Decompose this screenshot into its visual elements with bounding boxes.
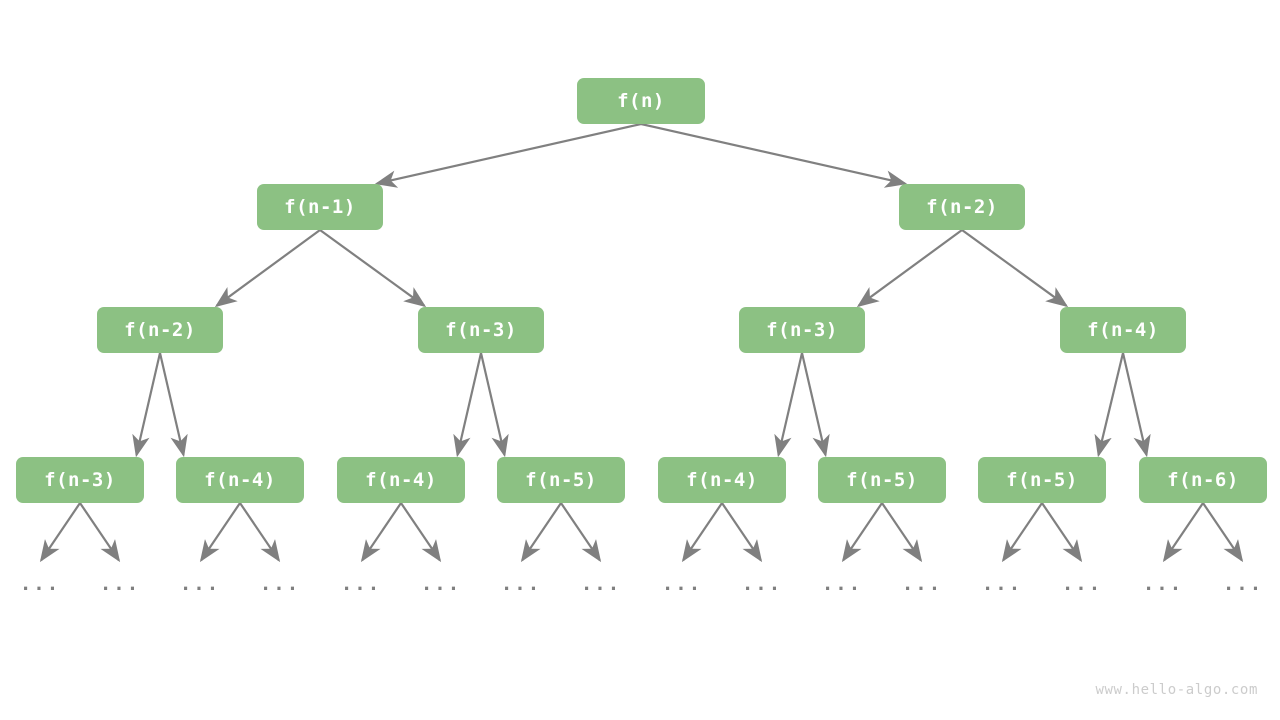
tree-edge	[479, 352, 509, 458]
leaf-edge	[721, 502, 763, 563]
leaf-edge	[79, 502, 121, 563]
ellipsis-dots: ...	[981, 573, 1023, 595]
ellipsis-dots: ...	[259, 573, 301, 595]
tree-node: f(n-3)	[16, 457, 144, 503]
ellipsis-dots: ...	[99, 573, 141, 595]
tree-node: f(n-4)	[337, 457, 465, 503]
tree-edge	[453, 352, 483, 458]
ellipsis-dots: ...	[661, 573, 703, 595]
ellipsis-dots: ...	[741, 573, 783, 595]
tree-edge	[158, 352, 188, 458]
leaf-edge	[239, 502, 281, 563]
leaf-edge	[1041, 502, 1083, 563]
ellipsis-dots: ...	[821, 573, 863, 595]
ellipsis-dots: ...	[580, 573, 622, 595]
leaf-edges	[39, 502, 1244, 563]
tree-edge	[214, 229, 321, 308]
leaf-edge	[199, 502, 241, 563]
tree-node: f(n-4)	[176, 457, 304, 503]
leaf-edge	[39, 502, 81, 563]
leaf-edge	[1162, 502, 1204, 563]
tree-node: f(n-4)	[1060, 307, 1186, 353]
tree-edge	[319, 229, 427, 308]
watermark: www.hello-algo.com	[1095, 682, 1258, 698]
tree-node: f(n-5)	[978, 457, 1106, 503]
tree-node: f(n-2)	[97, 307, 223, 353]
tree-edge	[1094, 352, 1125, 458]
leaf-edge	[841, 502, 883, 563]
tree-node: f(n-2)	[899, 184, 1025, 230]
tree-edge	[640, 122, 908, 188]
leaf-edge	[1202, 502, 1244, 563]
tree-node: f(n)	[577, 78, 705, 124]
tree-node: f(n-3)	[418, 307, 544, 353]
tree-node: f(n-4)	[658, 457, 786, 503]
leaf-edge	[360, 502, 402, 563]
leaf-edge	[520, 502, 562, 563]
leaf-edge	[560, 502, 602, 563]
ellipsis-dots: ...	[1222, 573, 1264, 595]
ellipsis-dots: ...	[1061, 573, 1103, 595]
tree-node: f(n-6)	[1139, 457, 1267, 503]
leaf-edge	[881, 502, 923, 563]
ellipsis-dots: ...	[901, 573, 943, 595]
tree-node: f(n-5)	[497, 457, 625, 503]
leaf-edge	[400, 502, 442, 563]
leaf-edge	[681, 502, 723, 563]
tree-edges	[132, 122, 1151, 458]
ellipsis-dots: ...	[1142, 573, 1184, 595]
tree-edge	[374, 122, 642, 188]
tree-edge	[774, 352, 804, 458]
tree-edge	[961, 229, 1069, 308]
ellipsis-dots: ...	[340, 573, 382, 595]
tree-node: f(n-1)	[257, 184, 383, 230]
tree-node: f(n-3)	[739, 307, 865, 353]
tree-edge	[856, 229, 963, 308]
tree-node: f(n-5)	[818, 457, 946, 503]
ellipsis-dots: ...	[179, 573, 221, 595]
tree-edge	[1121, 352, 1151, 458]
ellipsis-dots: ...	[420, 573, 462, 595]
ellipsis-dots: ...	[19, 573, 61, 595]
tree-edge	[132, 352, 162, 458]
ellipsis-dots: ...	[500, 573, 542, 595]
tree-edge	[800, 352, 830, 458]
leaf-edge	[1001, 502, 1043, 563]
